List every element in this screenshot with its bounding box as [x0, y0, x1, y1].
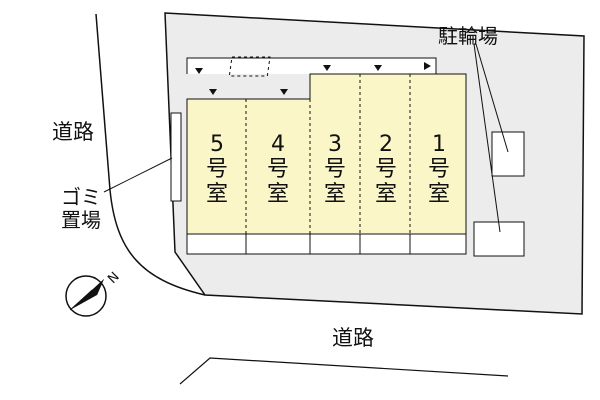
- room-suffix-shitsu: 室: [374, 182, 397, 207]
- walkway: [186, 57, 437, 74]
- room-number: 5: [210, 132, 224, 157]
- room-suffix-shitsu: 室: [266, 182, 289, 207]
- balcony-strip: [186, 233, 467, 255]
- room-1-label: 1 号 室: [414, 132, 464, 207]
- road-edge-left: [95, 13, 206, 296]
- bicycle-leader-2: [473, 43, 501, 233]
- room-5-label: 5 号 室: [192, 132, 242, 207]
- bicycle-leader-1: [475, 43, 509, 153]
- road-label-bottom: 道路: [332, 326, 374, 350]
- room-number: 3: [328, 132, 342, 157]
- road-edge-bottom: [179, 357, 509, 385]
- room-suffix-go: 号: [266, 157, 289, 182]
- room-number: 2: [379, 132, 393, 157]
- room-4-label: 4 号 室: [253, 132, 303, 207]
- garbage-station: [170, 112, 182, 202]
- compass-north-letter: N: [105, 269, 122, 286]
- room-suffix-go: 号: [427, 157, 450, 182]
- unit-dividers: [245, 74, 411, 234]
- garbage-label-line1: ゴミ: [61, 185, 101, 209]
- north-compass: N: [65, 269, 123, 317]
- bicycle-box-upper: [491, 131, 525, 177]
- entrance-arrows: [195, 62, 431, 95]
- room-2-label: 2 号 室: [361, 132, 411, 207]
- room-suffix-go: 号: [323, 157, 346, 182]
- room-number: 1: [432, 132, 446, 157]
- balcony-dividers: [245, 234, 411, 254]
- garbage-label: ゴミ 置場: [56, 186, 106, 232]
- room-number: 4: [271, 132, 285, 157]
- dashed-box: [228, 56, 271, 77]
- room-suffix-go: 号: [205, 157, 228, 182]
- room-suffix-shitsu: 室: [427, 182, 450, 207]
- room-3-label: 3 号 室: [310, 132, 360, 207]
- room-suffix-shitsu: 室: [205, 182, 228, 207]
- room-suffix-shitsu: 室: [323, 182, 346, 207]
- garbage-label-line2: 置場: [61, 208, 101, 232]
- bicycle-parking-label: 駐輪場: [438, 24, 498, 48]
- room-suffix-go: 号: [374, 157, 397, 182]
- road-label-left: 道路: [52, 120, 94, 144]
- garbage-leader: [103, 157, 173, 193]
